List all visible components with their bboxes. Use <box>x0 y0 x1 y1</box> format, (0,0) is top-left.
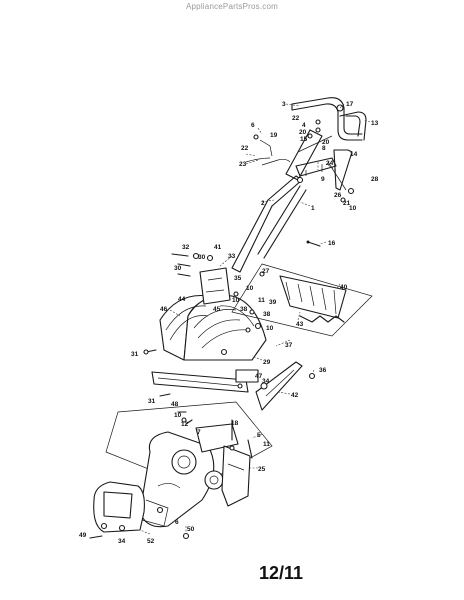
callout-37: 37 <box>285 342 293 349</box>
callout-14: 14 <box>350 151 358 158</box>
callout-45: 45 <box>213 306 221 313</box>
callout-20a: 20 <box>299 129 307 136</box>
callout-30b: 30 <box>174 265 182 272</box>
callout-10b: 10 <box>246 285 254 292</box>
callout-40: 40 <box>340 284 348 291</box>
callout-15: 15 <box>300 136 308 143</box>
leader-lines <box>139 103 371 535</box>
callout-4: 4 <box>302 122 306 129</box>
callout-7: 7 <box>197 429 201 436</box>
callout-5: 5 <box>257 432 261 439</box>
callout-38a: 38 <box>240 306 248 313</box>
callout-22: 22 <box>292 115 300 122</box>
callout-3: 3 <box>282 101 286 108</box>
transmission-frame <box>93 401 273 533</box>
callout-30a: 30 <box>198 254 206 261</box>
handle-assembly <box>231 97 367 273</box>
callout-26: 26 <box>334 192 342 199</box>
callout-32: 32 <box>182 244 190 251</box>
callout-41: 41 <box>214 244 222 251</box>
callout-12: 12 <box>181 421 189 428</box>
callout-31a: 31 <box>131 351 139 358</box>
callout-6: 6 <box>251 122 255 129</box>
callout-50: 50 <box>187 526 195 533</box>
callout-28: 28 <box>371 176 379 183</box>
callout-31b: 31 <box>148 398 156 405</box>
callout-52: 52 <box>147 538 155 545</box>
callout-24: 24 <box>326 160 334 167</box>
callout-18: 18 <box>231 420 239 427</box>
callout-22-lower: 22 <box>241 145 249 152</box>
callout-11a: 11 <box>258 297 265 304</box>
callout-33: 33 <box>228 253 236 260</box>
callout-10c: 10 <box>232 297 240 304</box>
callout-36: 36 <box>319 367 327 374</box>
callout-6b: 6 <box>175 519 179 526</box>
callout-44: 44 <box>178 296 186 303</box>
callout-43: 43 <box>296 321 304 328</box>
callout-10e: 10 <box>174 412 182 419</box>
callout-34b: 34 <box>118 538 126 545</box>
callout-16: 16 <box>328 240 336 247</box>
callout-9: 9 <box>321 176 325 183</box>
depth-stake <box>231 263 373 337</box>
callout-23: 23 <box>239 161 247 168</box>
site-watermark: AppliancePartsPros.com <box>186 2 278 11</box>
callout-17: 17 <box>346 101 354 108</box>
callout-42: 42 <box>291 392 299 399</box>
callout-29: 29 <box>263 359 271 366</box>
callout-38b: 38 <box>263 311 271 318</box>
page-code: 12/11 <box>259 563 304 583</box>
callout-11b: 11 <box>263 441 270 448</box>
callout-47: 47 <box>255 373 263 380</box>
tine-shield <box>151 267 303 411</box>
callout-49: 49 <box>79 532 87 539</box>
callout-21: 21 <box>343 200 351 207</box>
callout-27: 27 <box>262 268 270 275</box>
callout-13: 13 <box>371 120 379 127</box>
callout-25: 25 <box>258 466 266 473</box>
callout-8: 8 <box>322 145 326 152</box>
callout-labels: 3 17 13 22 4 20 20 15 8 6 19 14 24 22 23… <box>79 101 379 545</box>
callout-10a: 10 <box>349 205 357 212</box>
callout-19: 19 <box>270 132 278 139</box>
callout-20b: 20 <box>322 139 330 146</box>
callout-2: 2 <box>261 200 265 207</box>
callout-34a: 34 <box>262 378 270 385</box>
callout-10d: 10 <box>266 325 274 332</box>
callout-1: 1 <box>311 205 315 212</box>
hardware-fasteners <box>89 240 321 540</box>
callout-48: 48 <box>171 401 179 408</box>
callout-39: 39 <box>269 299 277 306</box>
callout-35: 35 <box>234 275 242 282</box>
callout-46: 46 <box>160 306 168 313</box>
